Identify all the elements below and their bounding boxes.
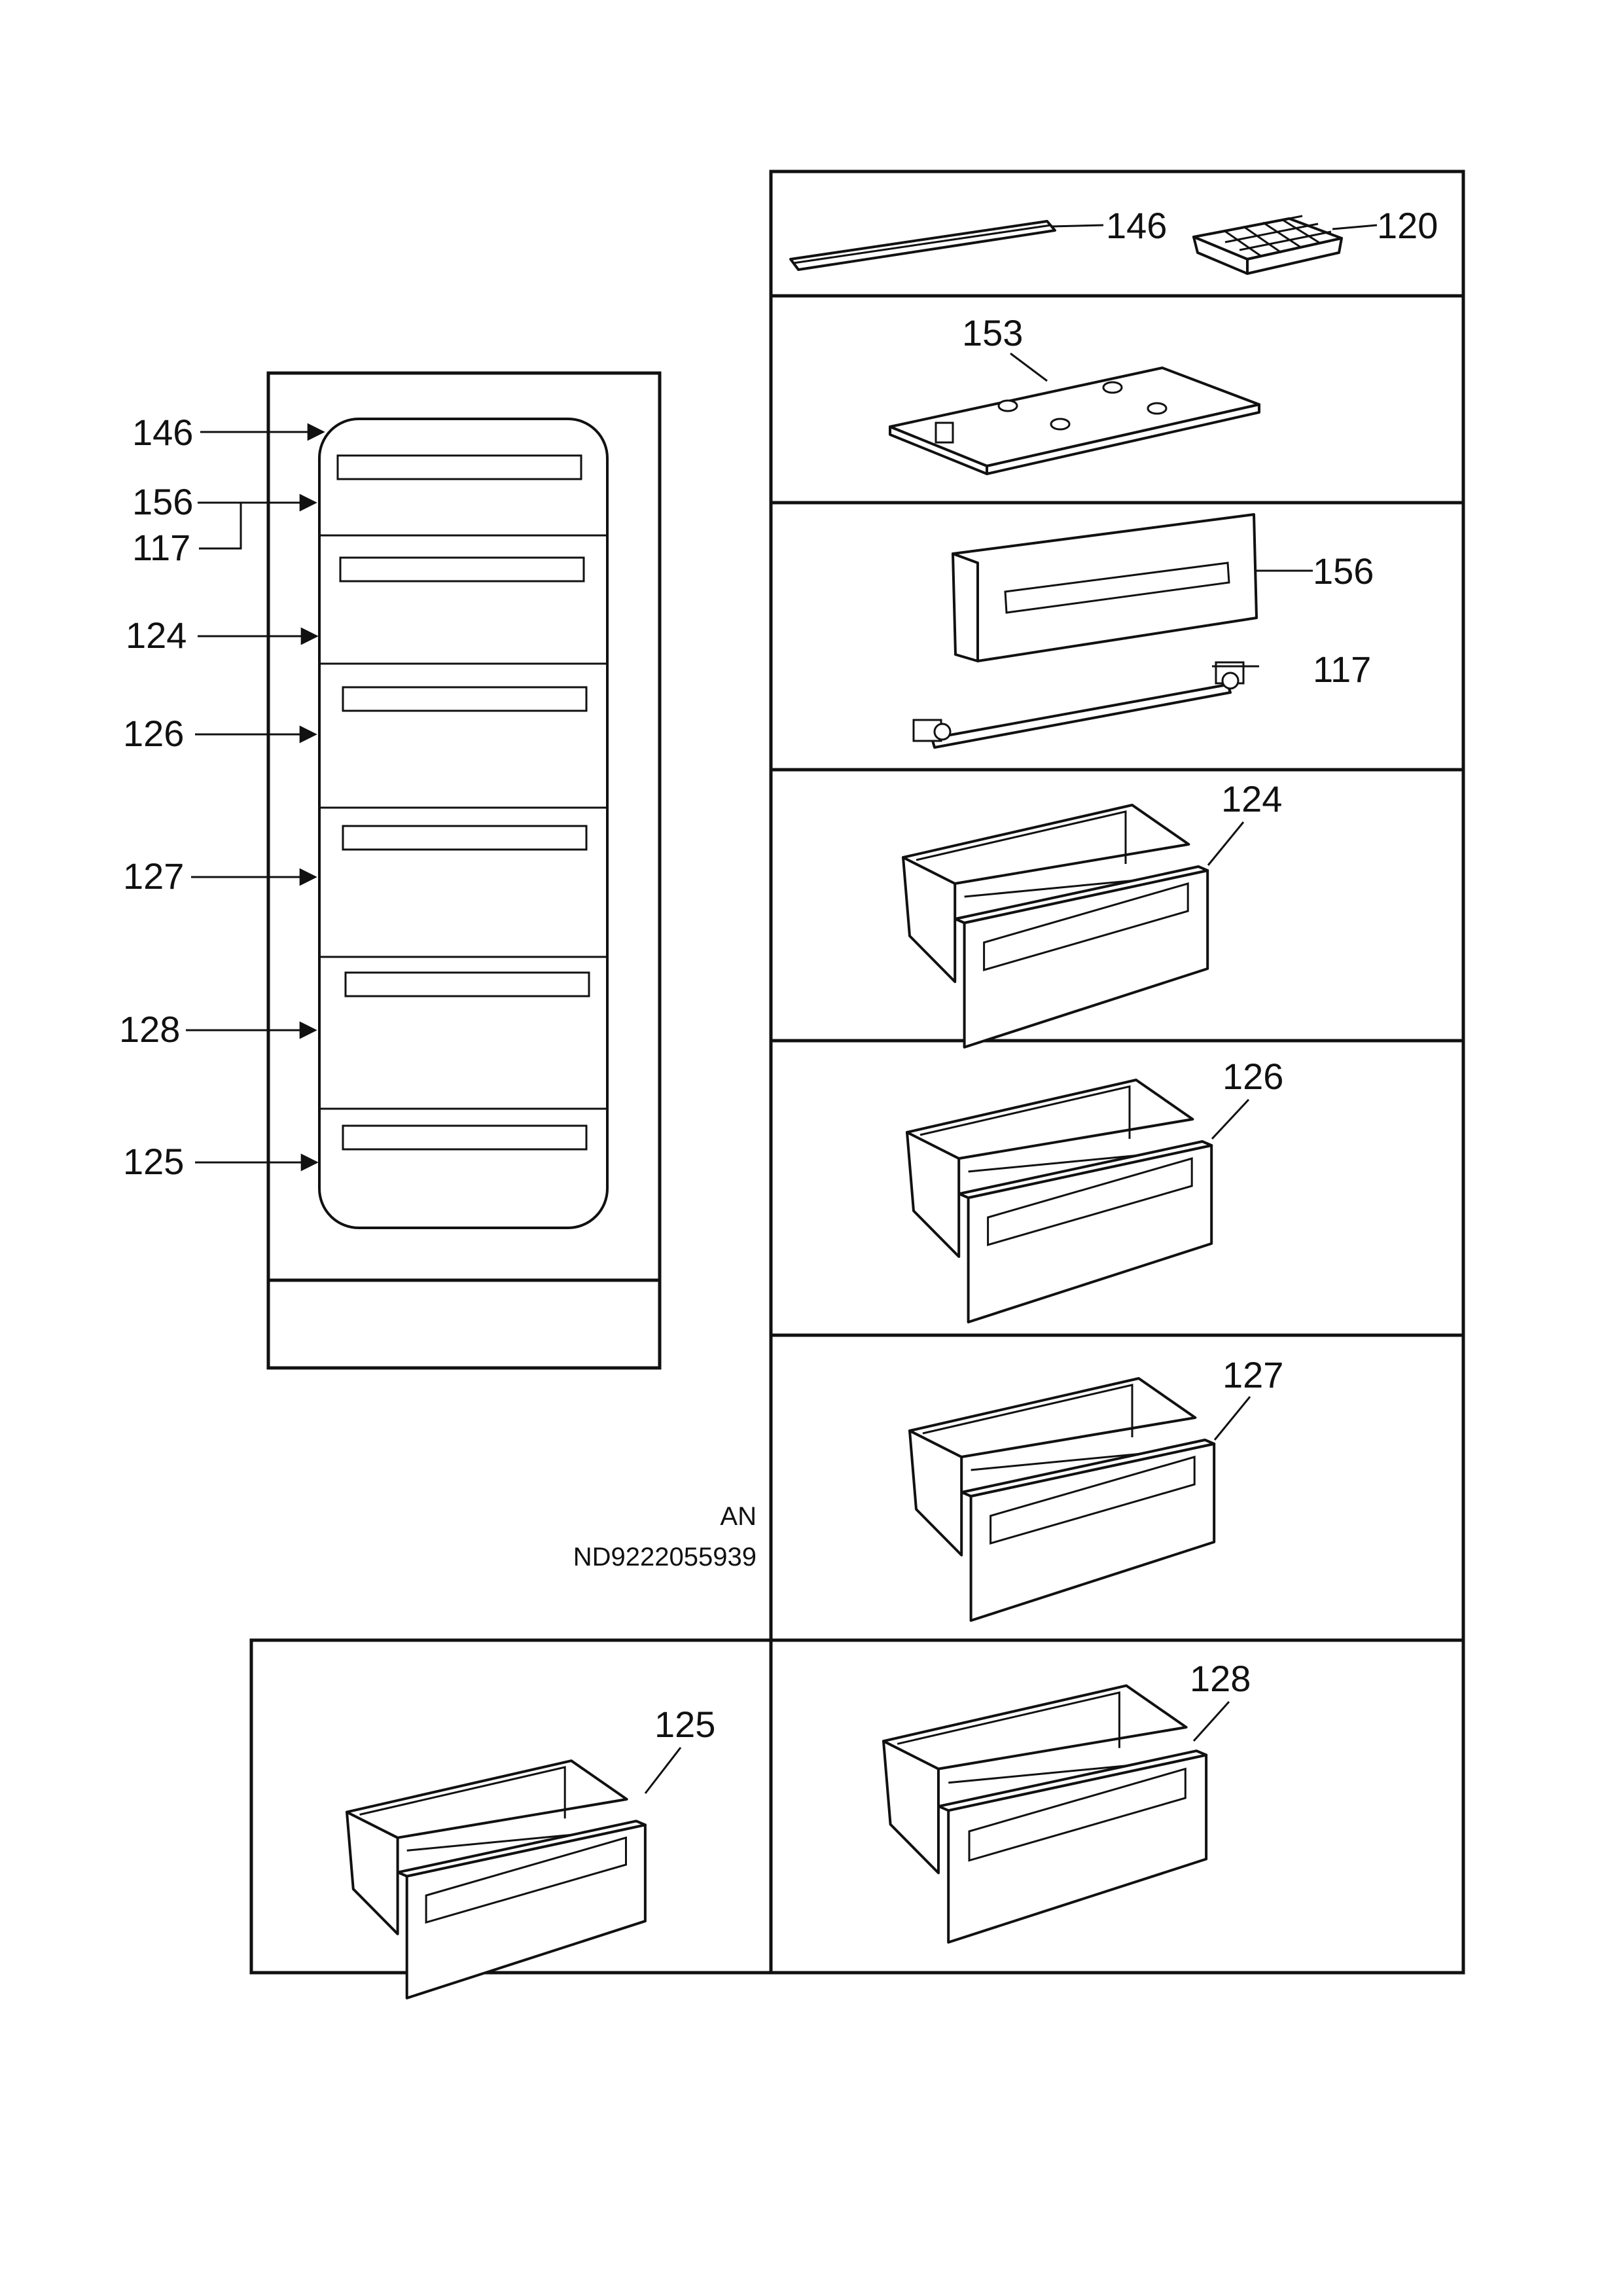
drawer-part-124 (902, 804, 1245, 1049)
cabinet-outline (266, 371, 662, 1370)
drawer-handle-slot (339, 556, 585, 583)
drawer-handle-slot (342, 825, 588, 851)
drawer-handle-slot (336, 454, 582, 480)
drawer-part-128 (882, 1684, 1230, 1944)
cabinet-front-view: 146 156 117 124 126 127 128 125 (119, 371, 662, 1370)
drawer-handle-slot (344, 971, 590, 997)
drawer-stack-outline (318, 418, 609, 1229)
drawer-parts (346, 804, 1251, 2000)
part-label-124: 124 (1221, 778, 1282, 819)
drawer-part-125 (346, 1747, 682, 2000)
part-label-126: 126 (1222, 1056, 1283, 1097)
bracket-icon (931, 683, 1232, 749)
parts-grid (249, 170, 1465, 1975)
parts-grid-outline (769, 170, 1465, 1975)
label-117: 117 (132, 527, 190, 568)
part-146-rail: 146 (789, 205, 1167, 271)
label-127: 127 (123, 855, 184, 897)
drawer-part-126 (906, 1079, 1250, 1323)
part-153-cover-plate: 153 (889, 312, 1260, 475)
part-label-128: 128 (1190, 1658, 1251, 1699)
drawer-handle-slot (342, 686, 588, 712)
rail-icon (789, 220, 1056, 271)
bottom-left-cell (249, 1638, 773, 1975)
part-label-146: 146 (1106, 205, 1167, 246)
label-126: 126 (123, 713, 184, 754)
part-label-120: 120 (1377, 205, 1438, 246)
label-156: 156 (132, 481, 193, 522)
drawer-handle-slot (342, 1124, 588, 1151)
bracket-icon (935, 422, 954, 444)
label-128: 128 (119, 1009, 180, 1050)
part-117-bracket-rail: 117 (912, 649, 1371, 749)
label-125: 125 (123, 1141, 184, 1182)
part-120-ice-tray: 120 (1192, 205, 1438, 275)
label-124: 124 (126, 615, 187, 656)
part-label-156: 156 (1313, 550, 1374, 592)
part-label-153: 153 (962, 312, 1023, 353)
part-156-door-panel: 156 (952, 513, 1374, 662)
part-label-117: 117 (1313, 649, 1371, 690)
diagram-number: ND9222055939 (573, 1543, 757, 1571)
language-code: AN (720, 1502, 757, 1531)
part-label-127: 127 (1222, 1354, 1283, 1395)
drawer-part-127 (908, 1377, 1251, 1622)
part-label-125: 125 (654, 1704, 715, 1745)
label-146: 146 (132, 412, 193, 453)
